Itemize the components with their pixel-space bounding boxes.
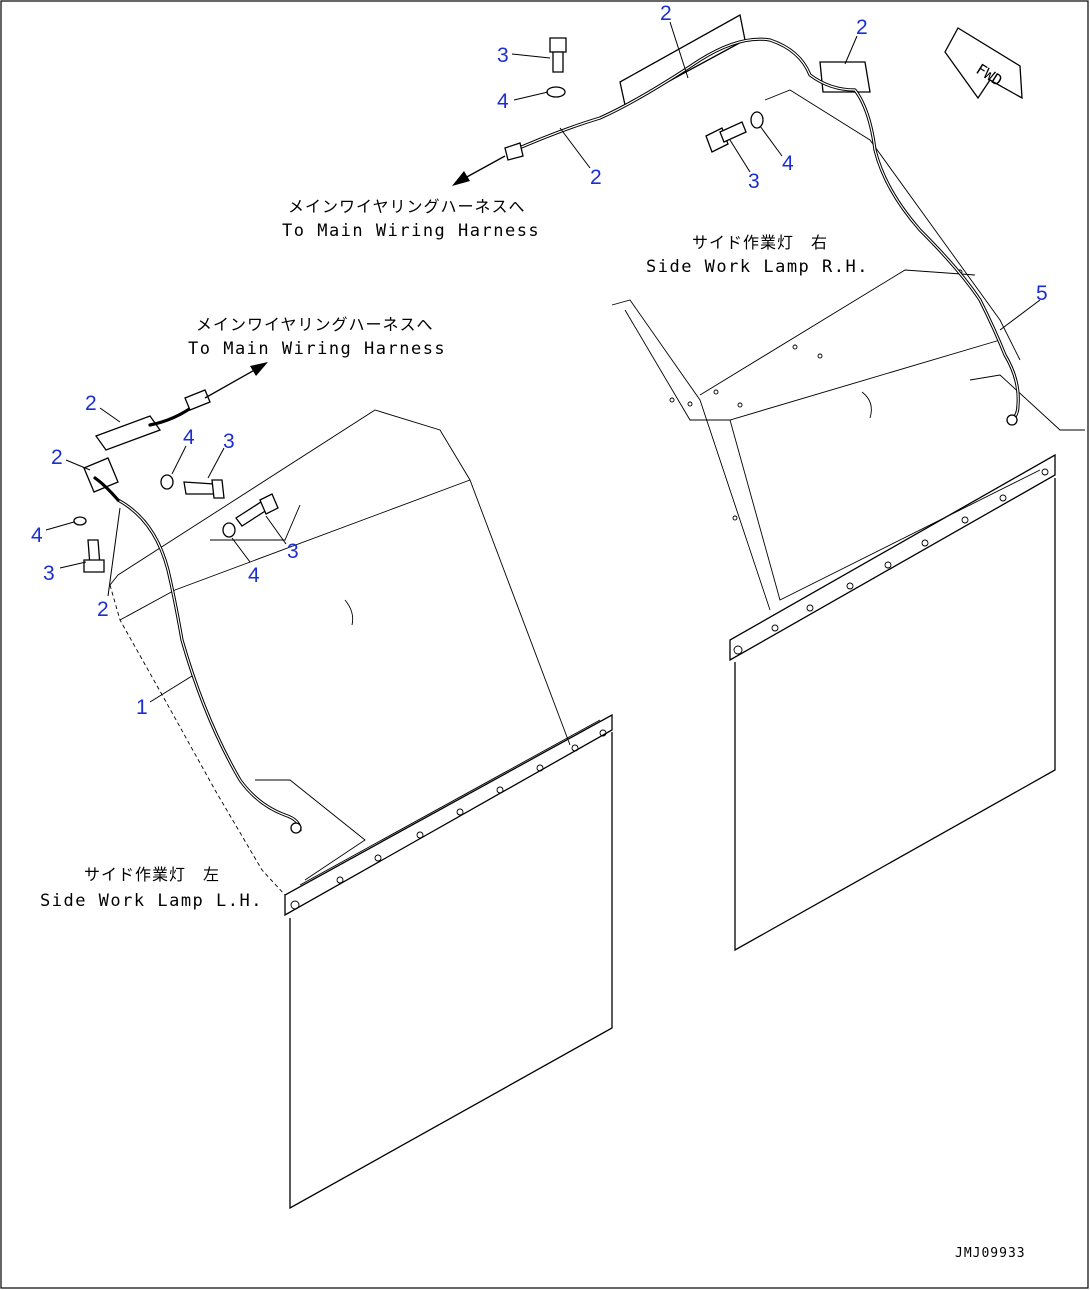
- left-fender-crease: [119, 479, 471, 621]
- right-fender-bolts: [669, 269, 963, 521]
- top-bolt-3: [549, 37, 567, 73]
- harness-top-jp-label: メインワイヤリングハーネスへ: [288, 197, 526, 216]
- harness-1-wire: [116, 498, 302, 832]
- callout-numbers: 2 2 3 4 2 3 4 5 2 2 4 3 4 3 3 4 2 1: [31, 2, 1048, 719]
- left-washer-4c: [73, 516, 87, 526]
- right-rail-bolts: [733, 468, 1049, 655]
- left-connector-2: [184, 389, 211, 411]
- right-mudflap-assembly: [452, 13, 1085, 952]
- callout-4: 4: [31, 524, 43, 547]
- right-mount-rail: [729, 453, 1056, 662]
- harness-1-connector: [290, 822, 302, 834]
- left-washer-4a: [160, 474, 174, 490]
- left-harness-arrow: [204, 367, 259, 399]
- lamp-rh-jp-label: サイド作業灯 右: [692, 233, 828, 252]
- callout-4: 4: [782, 152, 794, 175]
- right-fender-mark: [861, 391, 872, 419]
- left-mudflap: [289, 732, 613, 1210]
- left-washer-4b: [222, 522, 236, 538]
- left-bolt-3b: [235, 493, 279, 527]
- callout-2: 2: [590, 166, 602, 189]
- callout-leaders: [45, 21, 1041, 703]
- harness-2-5-wire: [508, 37, 1020, 422]
- left-lamp-bracket: [255, 779, 366, 881]
- right-upper-bracket: [764, 89, 1021, 361]
- callout-4: 4: [183, 426, 195, 449]
- right-clamp-2-short: [819, 61, 871, 93]
- left-bolt-3a: [183, 479, 225, 499]
- callout-1: 1: [136, 696, 148, 719]
- fwd-arrow-shape: [944, 27, 1023, 100]
- left-fender-edge: [210, 504, 301, 541]
- lamp-lh-jp-label: サイド作業灯 左: [84, 865, 220, 884]
- callout-4: 4: [248, 564, 260, 587]
- left-fender-mark: [344, 599, 354, 626]
- left-clamp-2-lower: [83, 457, 119, 493]
- callout-2: 2: [97, 598, 109, 621]
- callout-2: 2: [85, 392, 97, 415]
- left-mount-rail: [284, 713, 613, 917]
- callout-2: 2: [51, 446, 63, 469]
- right-bracket-outline: [611, 299, 771, 611]
- left-rail-line: [299, 719, 601, 886]
- lamp-lh-en-label: Side Work Lamp L.H.: [40, 891, 263, 911]
- callout-3: 3: [497, 44, 509, 67]
- callout-3: 3: [287, 540, 299, 563]
- top-harness-arrow: [464, 155, 506, 179]
- left-mudflap-assembly: [73, 362, 613, 1210]
- right-mudflap: [734, 478, 1056, 952]
- callout-4: 4: [497, 90, 509, 113]
- top-washer-4: [546, 86, 566, 98]
- left-clamp-2-upper: [94, 415, 162, 451]
- left-bolt-3c: [83, 539, 105, 573]
- fwd-arrow: FWD: [944, 27, 1023, 100]
- callout-3: 3: [43, 562, 55, 585]
- left-fender-outline: [109, 409, 571, 746]
- harness-left-jp-label: メインワイヤリングハーネスへ: [196, 315, 434, 334]
- callout-3: 3: [223, 430, 235, 453]
- harness-2-connector: [504, 142, 524, 161]
- harness-left-en-label: To Main Wiring Harness: [188, 339, 446, 359]
- right-washer-4: [750, 111, 764, 129]
- drawing-code: JMJ09933: [955, 1246, 1026, 1261]
- lamp-rh-en-label: Side Work Lamp R.H.: [646, 257, 869, 277]
- left-bracket-outline: [109, 584, 286, 896]
- right-fender-top: [624, 309, 1001, 421]
- right-lamp-bracket: [969, 374, 1085, 431]
- left-rail-bolts: [290, 729, 607, 910]
- callout-5: 5: [1036, 282, 1048, 305]
- callout-3: 3: [748, 170, 760, 193]
- harness-top-en-label: To Main Wiring Harness: [282, 221, 540, 241]
- right-fender-edge: [699, 269, 976, 396]
- callout-2: 2: [856, 16, 868, 39]
- harness-5-connector: [1006, 414, 1018, 426]
- right-bolt-3: [705, 121, 747, 153]
- callout-2: 2: [660, 2, 672, 25]
